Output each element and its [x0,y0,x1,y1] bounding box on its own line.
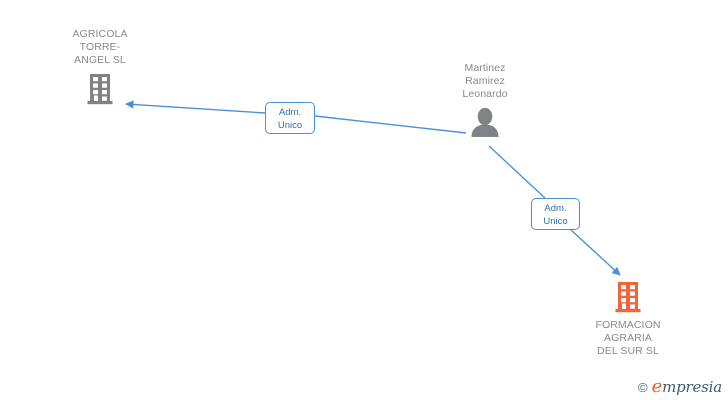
node-person-label: Martinez Ramirez Leonardo [462,62,508,100]
node-martinez-ramirez-leonardo[interactable]: Martinez Ramirez Leonardo [410,62,560,137]
building-icon [615,282,641,313]
node-formacion-label: FORMACION AGRARIA DEL SUR SL [595,319,661,357]
brand-rest: mpresia [662,378,722,396]
node-agricola-label: AGRICOLA TORRE- ANGEL SL [72,28,128,66]
node-formacion-agraria-del-sur-sl[interactable]: FORMACION AGRARIA DEL SUR SL [553,281,703,358]
edge-person-agricola-segment-right [314,115,467,134]
edge-label-adm-unico-formacion[interactable]: Adm. Unico [531,198,580,230]
edge-person-agricola-segment-left [125,100,266,114]
node-agricola-torre-angel-sl[interactable]: AGRICOLA TORRE- ANGEL SL [29,28,171,105]
person-icon [471,107,499,137]
edge-label-adm-unico-agricola[interactable]: Adm. Unico [265,102,315,134]
building-icon [87,74,113,105]
edge-person-formacion-segment-upper [488,145,546,199]
edge-person-formacion-segment-lower [570,229,621,276]
watermark-empresia: © empresia [638,378,722,396]
brand-wordmark: empresia [651,376,723,397]
copyright-icon: © [638,379,648,395]
brand-initial: e [651,376,663,397]
